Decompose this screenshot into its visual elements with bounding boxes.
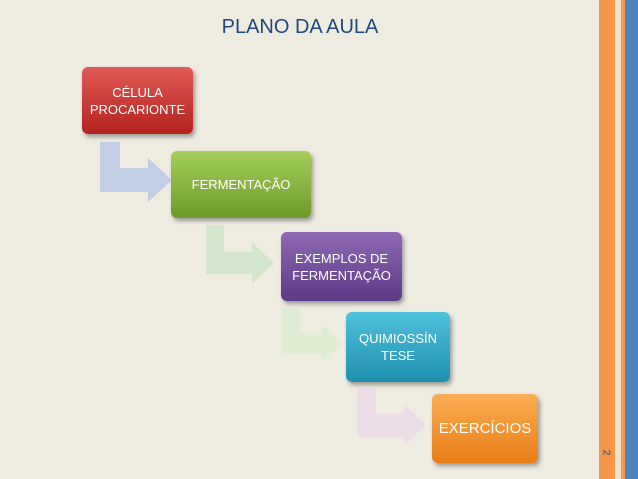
step-label: QUIMIOSSÍN TESE — [358, 331, 437, 363]
step-exercicios: EXERCÍCIOS — [432, 394, 538, 463]
step-label: EXERCÍCIOS — [438, 420, 532, 437]
step-exemplos-de-fermentacao: EXEMPLOS DE FERMENTAÇÃO — [281, 232, 402, 301]
step-label: CÉLULA PROCARIONTE — [89, 84, 186, 117]
connector-arrow-2 — [206, 225, 274, 284]
step-label: EXEMPLOS DE FERMENTAÇÃO — [292, 250, 391, 283]
process-connectors — [100, 142, 426, 446]
accent-bar — [599, 0, 638, 479]
connector-arrow-4 — [357, 388, 426, 446]
step-fermentacao: FERMENTAÇÃO — [171, 151, 311, 218]
connector-arrow-3 — [282, 308, 342, 362]
page-number: 2 — [600, 449, 612, 456]
step-label: FERMENTAÇÃO — [191, 177, 291, 192]
step-quimiossintese: QUIMIOSSÍN TESE — [346, 312, 450, 382]
connector-arrow-1 — [100, 142, 172, 202]
step-celula-procarionte: CÉLULA PROCARIONTE — [82, 67, 193, 134]
slide-title: PLANO DA AULA — [221, 16, 379, 38]
